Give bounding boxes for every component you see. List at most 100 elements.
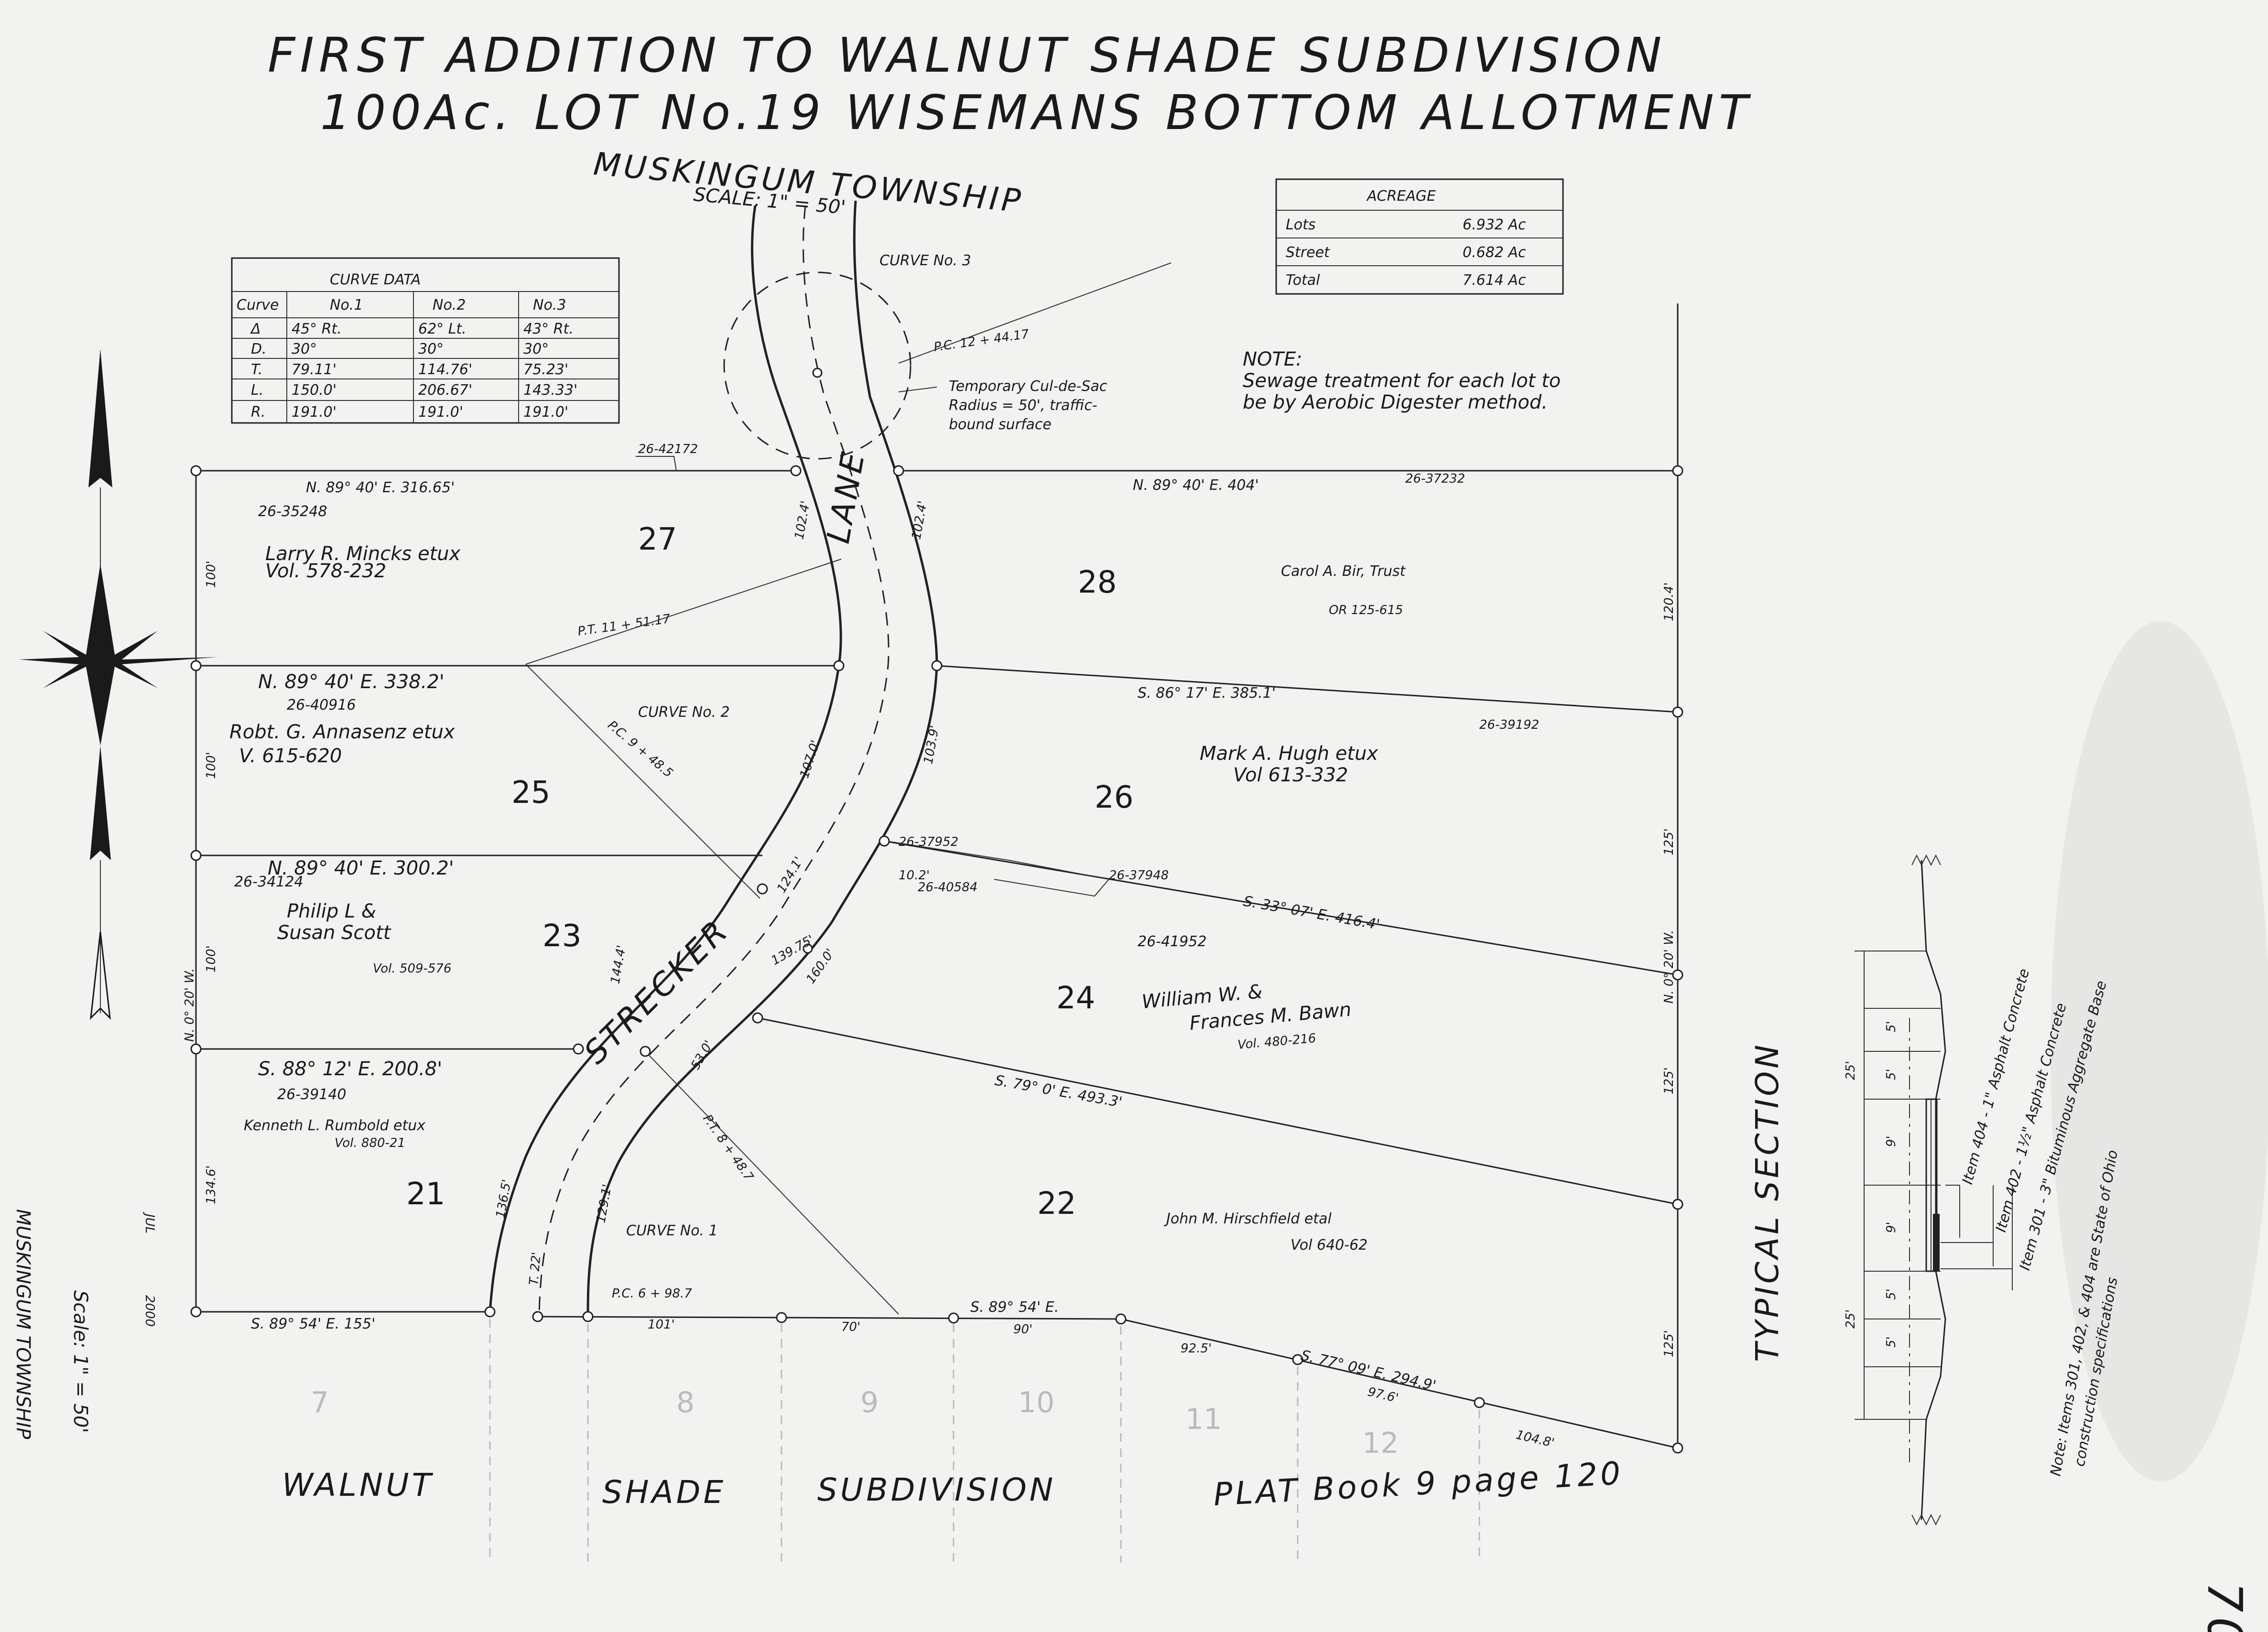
lot-parcel: 26-39140 <box>277 1086 346 1103</box>
east-bearing: N. 0° 20' W. <box>1662 930 1676 1004</box>
road-dim: T. 22' <box>527 1252 544 1286</box>
lot-owner: Robt. G. Annasenz etux <box>229 721 455 743</box>
margin-township: MUSKINGUM TOWNSHIP <box>12 1209 34 1439</box>
typical-section-drawing <box>1855 854 2013 1526</box>
lot-deed: Vol. 509-576 <box>373 962 452 976</box>
lot-parcel: 26-35248 <box>258 503 327 520</box>
curve-table-cell: Δ <box>250 321 261 337</box>
south-dim: 90' <box>1013 1322 1032 1337</box>
west-dim: 134.6' <box>204 1165 218 1204</box>
road-dim: 10.2' <box>899 868 930 883</box>
south-subdivision-lines <box>489 1319 1480 1563</box>
parcel-number: 26-40584 <box>918 880 977 895</box>
curve-table-cell: 143.33' <box>523 382 577 399</box>
south-lot-number: 7 <box>311 1386 329 1419</box>
curve1-label: CURVE No. 1 <box>626 1222 718 1239</box>
curve-table-cell: 62° Lt. <box>418 321 467 337</box>
lot-parcel: 26-37232 <box>1405 472 1465 486</box>
south-sub-label: SHADE <box>602 1474 726 1511</box>
east-dim: 125' <box>1662 828 1676 855</box>
lot-bearing: N. 89° 40' E. 338.2' <box>258 671 445 693</box>
acreage-table-cell: Total <box>1286 272 1320 289</box>
lot-number: 21 <box>406 1177 445 1212</box>
lot-number: 23 <box>543 919 581 954</box>
curve-table-cell: 114.76' <box>418 361 472 378</box>
sewage-note-line: Sewage treatment for each lot to <box>1243 370 1561 392</box>
lot-parcel: 26-40916 <box>287 697 356 713</box>
lot-number: 27 <box>638 522 677 557</box>
curve-table-header: No.1 <box>330 297 363 313</box>
curve3-label: CURVE No. 3 <box>879 252 971 269</box>
curve-table-cell: 30° <box>523 341 549 357</box>
culdesac-note-line: Radius = 50', traffic- <box>949 397 1097 414</box>
lot-owner: Philip L & <box>287 900 376 922</box>
pc2-leader <box>525 664 760 899</box>
culdesac-note-line: Temporary Cul-de-Sac <box>949 378 1107 395</box>
curve-table-cell: 75.23' <box>523 361 568 378</box>
paper-smudge <box>2051 621 2268 1481</box>
acreage-table-cell: 0.682 Ac <box>1463 244 1526 261</box>
lot-bearing: N. 89° 40' E. 316.65' <box>306 479 455 496</box>
south-bearing: S. 89° 54' E. <box>970 1299 1059 1316</box>
pc1-label: P.C. 6 + 98.7 <box>612 1286 692 1301</box>
section-dim: 25' <box>1844 1061 1858 1080</box>
pt2-leader <box>525 559 842 665</box>
section-dim: 25' <box>1844 1309 1858 1329</box>
curve-table-cell: 206.67' <box>418 382 472 399</box>
acreage-table-cell: 7.614 Ac <box>1463 272 1526 289</box>
west-dim: 100' <box>204 752 218 779</box>
parcel-number: 26-37952 <box>899 835 958 849</box>
curve-table-cell: 191.0' <box>523 404 568 421</box>
curve-table-cell: R. <box>251 404 265 421</box>
curve-table-cell: 150.0' <box>292 382 336 399</box>
lot-number: 26 <box>1095 780 1133 815</box>
curve-table-cell: 30° <box>418 341 444 357</box>
lot-owner: Carol A. Bir, Trust <box>1281 563 1406 580</box>
survey-points <box>190 367 1683 1454</box>
curve2-label: CURVE No. 2 <box>638 704 730 721</box>
margin-scale: Scale: 1" = 50' <box>69 1290 91 1433</box>
lot-boundaries <box>195 303 1679 1449</box>
south-bearing: S. 89° 54' E. 155' <box>251 1316 375 1332</box>
lot-deed: Vol. 880-21 <box>335 1136 405 1150</box>
curve-table-cell: 45° Rt. <box>292 321 342 337</box>
plat-title-line2: 100Ac. LOT No.19 WISEMANS BOTTOM ALLOTME… <box>320 85 1753 141</box>
page-number: 70 <box>2197 1582 2253 1632</box>
south-lot-number: 8 <box>676 1386 695 1419</box>
curve-table-cell: 191.0' <box>418 404 463 421</box>
parcel-number: 26-42172 <box>638 442 698 456</box>
lot-owner: Susan Scott <box>277 922 391 944</box>
east-dim: 125' <box>1662 1330 1676 1357</box>
east-dim: 125' <box>1662 1067 1676 1094</box>
lot-number: 24 <box>1056 981 1095 1016</box>
lot-bearing: N. 89° 40' E. 300.2' <box>268 857 454 879</box>
sewage-note-line: be by Aerobic Digester method. <box>1243 391 1548 413</box>
south-sub-label: WALNUT <box>282 1467 434 1503</box>
curve-table-cell: 43° Rt. <box>523 321 574 337</box>
curve-data-table: CURVE DATA Curve No.1 No.2 No.3 Δ 45° Rt… <box>231 257 620 424</box>
south-lot-number: 10 <box>1018 1386 1054 1419</box>
lot-owner: John M. Hirschfield etal <box>1164 1210 1332 1227</box>
lot-bearing: S. 88° 12' E. 200.8' <box>258 1058 442 1080</box>
lot-bearing: S. 86° 17' E. 385.1' <box>1138 685 1276 702</box>
lot-owner: Larry R. Mincks etux <box>265 543 461 565</box>
south-sub-label: SUBDIVISION <box>817 1471 1056 1508</box>
section-dim: 5' <box>1884 1336 1899 1348</box>
parcel-number: 26-37948 <box>1109 868 1169 883</box>
curve-table-header: No.3 <box>533 297 566 313</box>
lot-owner: Mark A. Hugh etux <box>1200 743 1378 765</box>
culdesac-leader <box>898 387 937 392</box>
south-dim: 101' <box>648 1318 675 1332</box>
acreage-table-title: ACREAGE <box>1366 188 1436 205</box>
west-dim: 100' <box>204 561 218 588</box>
acreage-table-cell: Lots <box>1286 216 1315 233</box>
acreage-table: ACREAGE Lots 6.932 Ac Street 0.682 Ac To… <box>1275 178 1564 295</box>
sewage-note-title: NOTE: <box>1243 348 1302 370</box>
curve-table-title: CURVE DATA <box>330 271 421 288</box>
west-bearing: N. 0° 20' W. <box>183 968 197 1042</box>
plat-title-line1: FIRST ADDITION TO WALNUT SHADE SUBDIVISI… <box>268 27 1666 83</box>
curve-table-cell: 79.11' <box>292 361 336 378</box>
south-lot-number: 9 <box>860 1386 879 1419</box>
